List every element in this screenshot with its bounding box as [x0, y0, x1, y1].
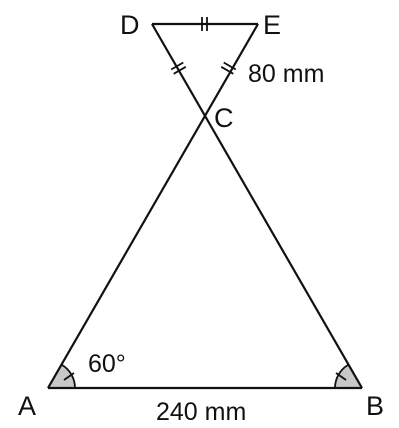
side-ce-label: 80 mm: [248, 60, 324, 88]
angle-a-label: 60°: [88, 350, 126, 378]
angle-b-tick: [335, 372, 347, 381]
segment-bd: [151, 23, 363, 389]
side-ab-label: 240 mm: [156, 398, 246, 426]
angle-a-tick: [63, 372, 75, 381]
point-label-b: B: [366, 391, 384, 421]
angle-a-shade: [48, 364, 76, 388]
segment-ae: [47, 23, 259, 389]
tick-marks-ce: [220, 61, 237, 75]
tick-marks-dc: [170, 61, 187, 75]
point-label-d: D: [120, 10, 140, 40]
point-label-c: C: [214, 103, 234, 133]
point-label-e: E: [263, 10, 281, 40]
tick-marks-de: [201, 17, 208, 31]
angle-b-shade: [334, 364, 362, 388]
point-label-a: A: [18, 391, 36, 421]
